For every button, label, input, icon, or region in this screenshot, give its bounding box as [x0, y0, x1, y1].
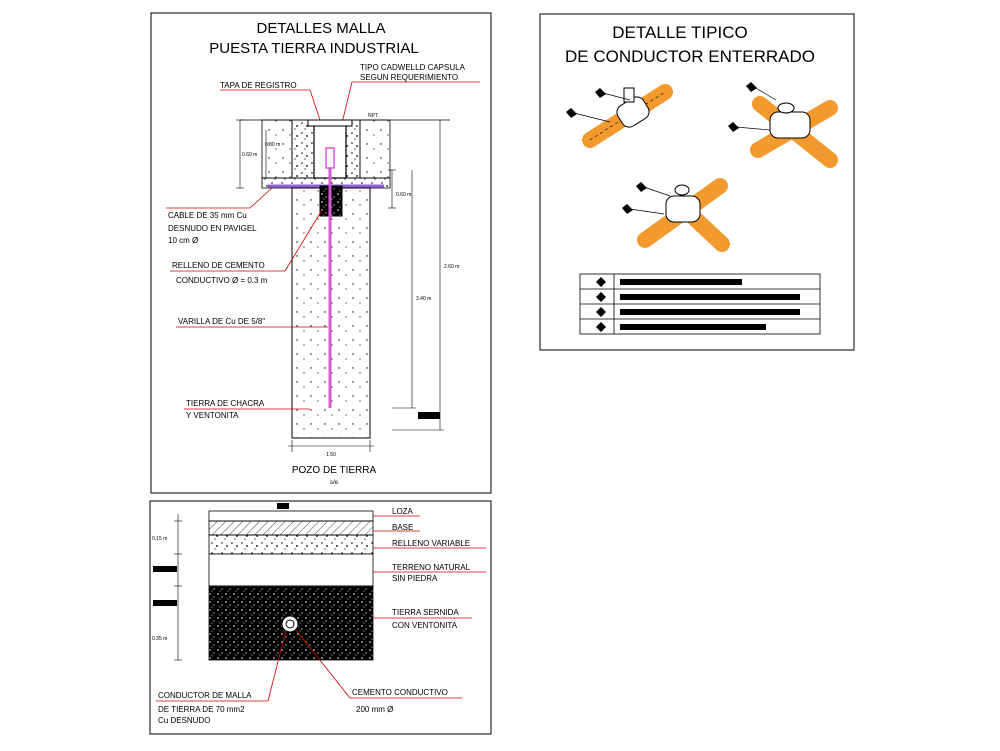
label-cadweld-2: SEGUN REQUERIMIENTO: [360, 73, 458, 82]
connector-cross-icon: [728, 82, 838, 168]
label-cable-1: CABLE DE 35 mm Cu: [168, 211, 247, 220]
label-cemento-2: 200 mm Ø: [356, 705, 393, 714]
panel-detalle: DETALLE TIPICO DE CONDUCTOR ENTERRADO: [539, 13, 855, 351]
label-npt: NPT: [368, 113, 378, 119]
panel-pozo: DETALLES MALLA PUESTA TIERRA INDUSTRIAL …: [150, 12, 492, 494]
label-cadweld-1: TIPO CADWELLD CAPSULA: [360, 63, 466, 72]
dim-150: 1.50: [326, 452, 336, 458]
pozo-title-line1: DETALLES MALLA: [257, 20, 386, 37]
dim-035: 0.35 m: [152, 636, 167, 642]
label-loza: LOZA: [392, 507, 414, 516]
label-cable-3: 10 cm Ø: [168, 236, 198, 245]
pozo-title-line2: PUESTA TIERRA INDUSTRIAL: [209, 40, 419, 57]
detalle-title-line1: DETALLE TIPICO: [612, 23, 747, 42]
label-terreno-1: TERRENO NATURAL: [392, 563, 471, 572]
connector-tee-icon: [566, 84, 673, 148]
label-varilla: VARILLA DE Cu DE 5/8": [178, 317, 265, 326]
label-base: BASE: [392, 523, 413, 532]
dim-340: 3.40 m: [416, 296, 431, 302]
label-conductor-3: Cu DESNUDO: [158, 716, 210, 725]
label-conductor-2: DE TIERRA DE 70 mm2: [158, 705, 245, 714]
label-tierra-sernida-1: TIERRA SERNIDA: [392, 608, 459, 617]
dim-015: 0.15 m: [152, 536, 167, 542]
dim-030: 0.30 m: [265, 142, 280, 148]
label-terreno-2: SIN PIEDRA: [392, 574, 438, 583]
detalle-title-line2: DE CONDUCTOR ENTERRADO: [565, 47, 815, 66]
label-relleno-2: CONDUCTIVO Ø = 0.3 m: [176, 276, 268, 285]
label-cemento-1: CEMENTO CONDUCTIVO: [352, 688, 448, 697]
legend-table: [579, 273, 821, 335]
label-tierra-sernida-2: CON VENTONITA: [392, 621, 458, 630]
label-relleno-1: RELLENO DE CEMENTO: [172, 261, 265, 270]
label-tierra-2: Y VENTONITA: [186, 411, 239, 420]
pozo-subtitle: POZO DE TIERRA: [292, 465, 377, 476]
label-relleno: RELLENO VARIABLE: [392, 539, 470, 548]
dim-060: 0.60 m: [242, 152, 257, 158]
connector-tee-vertical-icon: [622, 178, 730, 252]
label-tapa: TAPA DE REGISTRO: [220, 81, 297, 90]
dim-260: 2.60 m: [444, 264, 459, 270]
label-tierra-1: TIERRA DE CHACRA: [186, 399, 265, 408]
dim-060b: 0.60 m: [396, 192, 411, 198]
pozo-scale: s/e: [330, 480, 339, 486]
label-cable-2: DESNUDO EN PAVIGEL: [168, 224, 257, 233]
panel-capas: 0.15 m 0.35 m LOZA BASE RELLENO VARIABLE…: [149, 500, 492, 735]
label-conductor-1: CONDUCTOR DE MALLA: [158, 691, 252, 700]
